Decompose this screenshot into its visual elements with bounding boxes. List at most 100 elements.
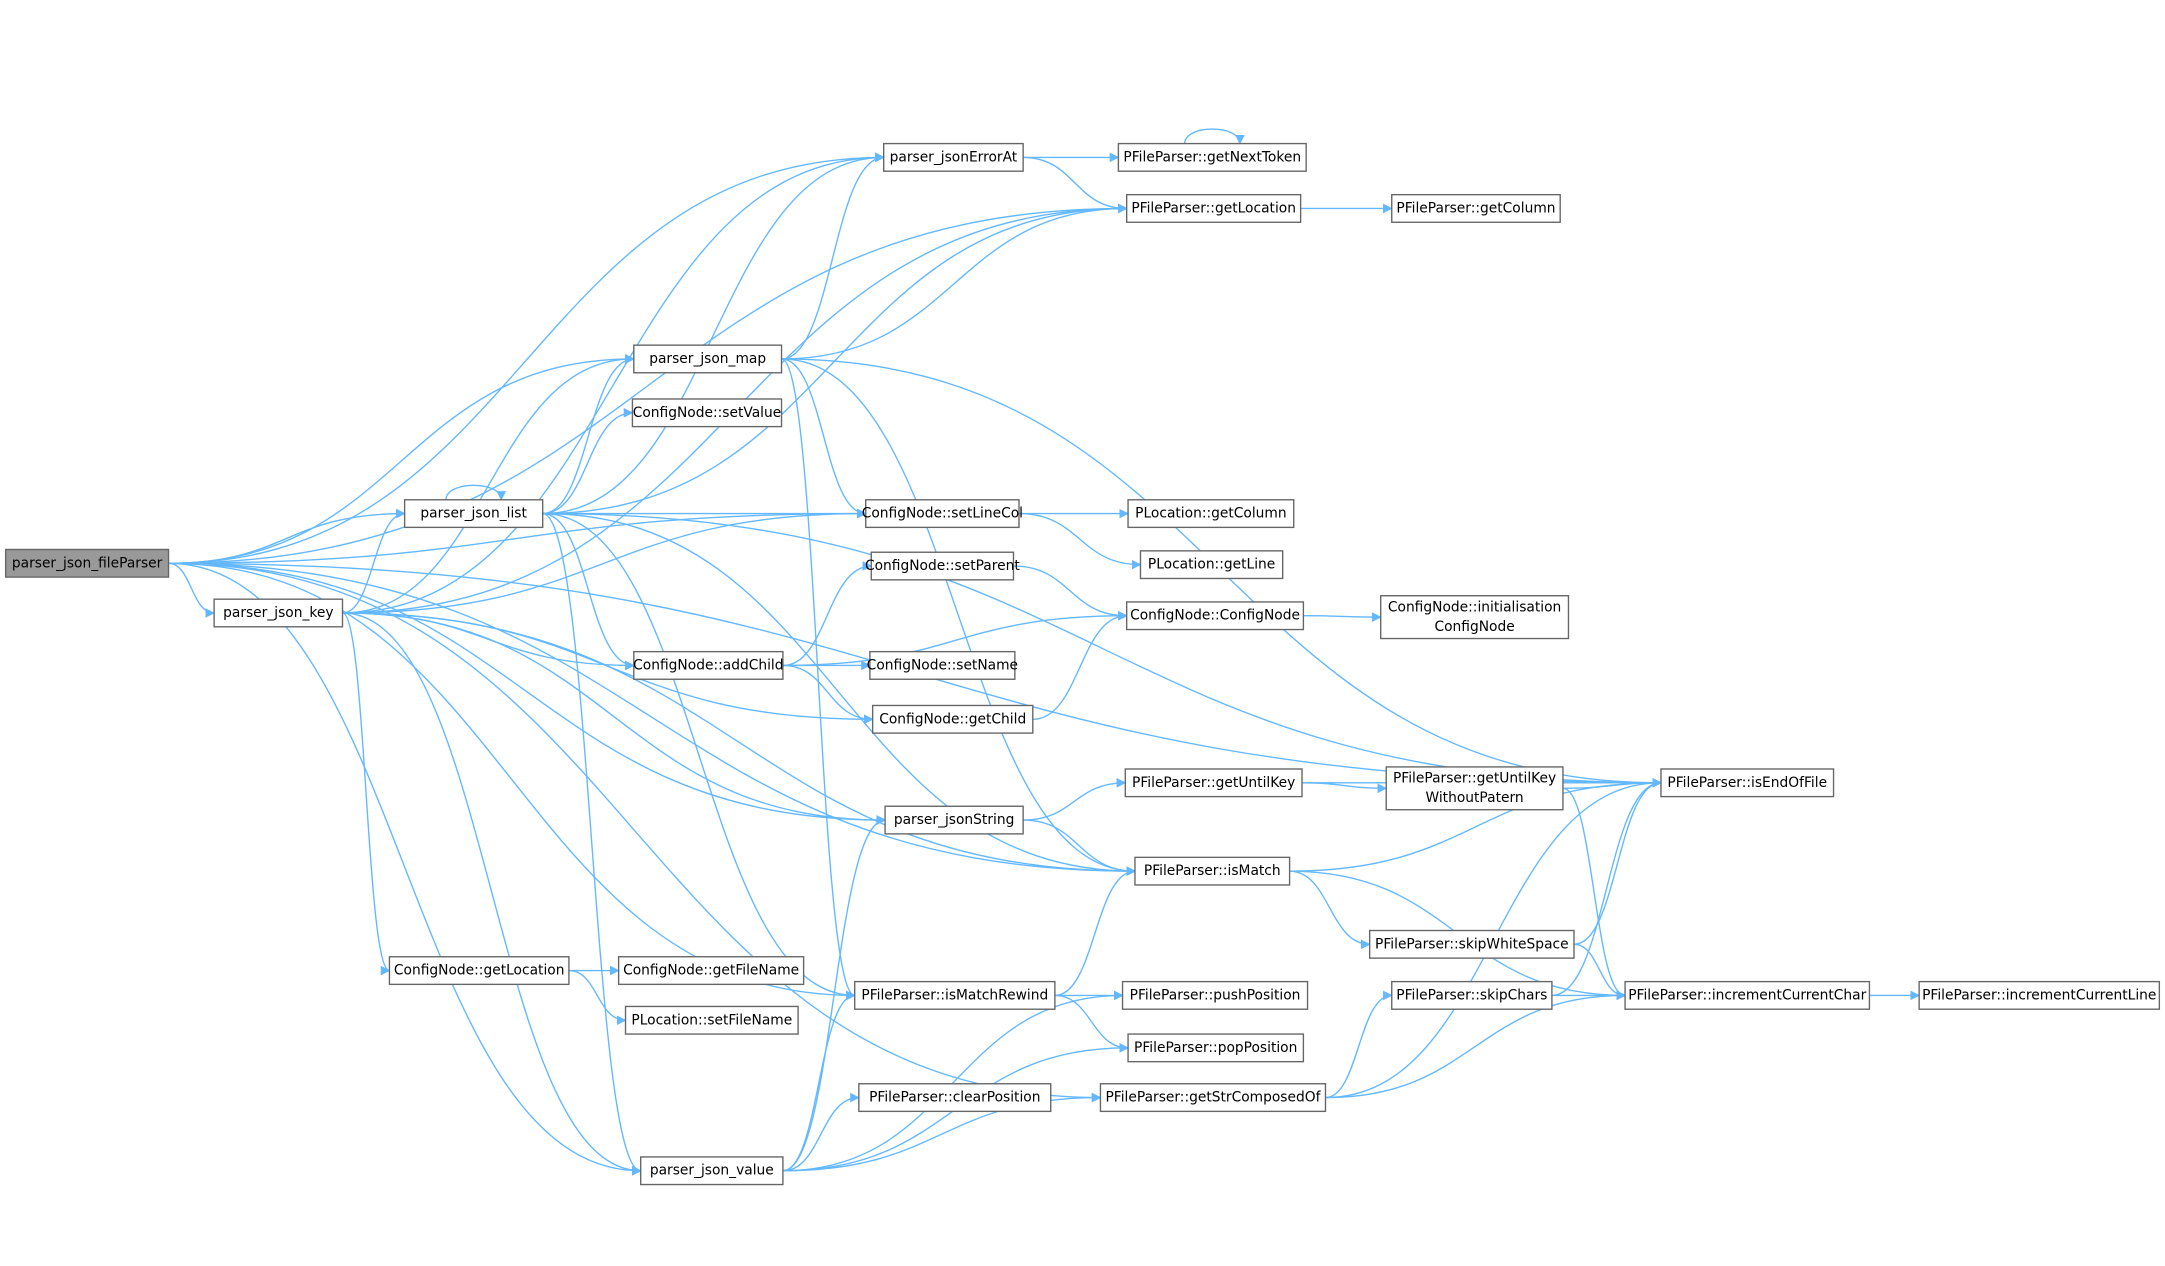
edge-map-to-setLineCol	[781, 358, 867, 519]
edge-list-to-value	[542, 512, 642, 1176]
node-setParent[interactable]: ConfigNode::setParent	[865, 551, 1020, 581]
node-box	[1127, 499, 1295, 529]
node-key[interactable]: parser_json_key	[213, 598, 344, 628]
edge-key-to-jsonString	[342, 612, 887, 825]
node-box	[1099, 1083, 1327, 1113]
edge-addChild-to-setParent	[782, 561, 873, 667]
node-getLocationPF[interactable]: PFileParser::getLocation	[1125, 193, 1302, 223]
edge-key-to-list	[342, 508, 406, 614]
edge-setParent-to-configNode	[1013, 565, 1128, 621]
node-label: parser_json_fileParser	[12, 555, 163, 571]
edge-addChild-to-getChild	[782, 664, 874, 725]
node-incrementCurrentLine[interactable]: PFileParser::incrementCurrentLine	[1918, 980, 2161, 1010]
edge-map-to-isMatch	[781, 358, 1136, 876]
node-skipWhiteSpace[interactable]: PFileParser::skipWhiteSpace	[1368, 929, 1575, 959]
node-setValue[interactable]: ConfigNode::setValue	[631, 398, 783, 428]
node-isMatch[interactable]: PFileParser::isMatch	[1134, 856, 1291, 886]
edge-key-to-getLocationCN	[342, 612, 391, 976]
node-box	[854, 980, 1056, 1010]
node-box	[865, 499, 1020, 529]
node-setFileName[interactable]: PLocation::setFileName	[624, 1005, 799, 1035]
node-pushPosition[interactable]: PFileParser::pushPosition	[1121, 980, 1309, 1010]
node-label: ConfigNode::initialisation	[1388, 599, 1561, 615]
node-box	[4, 548, 170, 578]
node-getUntilKey[interactable]: PFileParser::getUntilKey	[1124, 768, 1303, 798]
node-box	[1121, 980, 1309, 1010]
edge-list-to-addChild	[542, 512, 635, 671]
edge-fileParser-to-value	[168, 562, 642, 1176]
node-label: ConfigNode::addChild	[633, 657, 783, 673]
edge-fileParser-to-errorAt	[168, 152, 885, 564]
edge-jsonString-to-getUntilKey	[1023, 777, 1127, 821]
node-label: PFileParser::getNextToken	[1123, 149, 1301, 165]
node-box	[883, 142, 1024, 172]
node-getColumnPF[interactable]: PFileParser::getColumn	[1391, 193, 1561, 223]
node-configNode[interactable]: ConfigNode::ConfigNode	[1125, 601, 1305, 631]
node-label: PFileParser::incrementCurrentLine	[1922, 987, 2156, 1003]
node-isEndOfFile[interactable]: PFileParser::isEndOfFile	[1660, 768, 1835, 798]
node-getStrComposedOf[interactable]: PFileParser::getStrComposedOf	[1099, 1083, 1327, 1113]
edge-fileParser-to-setLineCol	[168, 508, 867, 564]
node-clearPosition[interactable]: PFileParser::clearPosition	[858, 1083, 1052, 1113]
edge-isMatch-to-skipWhiteSpace	[1289, 870, 1371, 950]
node-label: ConfigNode::setName	[867, 657, 1018, 673]
node-getLocationCN[interactable]: ConfigNode::getLocation	[388, 956, 570, 986]
node-label: PFileParser::getStrComposedOf	[1105, 1090, 1321, 1106]
node-box	[1391, 193, 1561, 223]
node-box	[1125, 193, 1302, 223]
edge-fileParser-to-key	[168, 562, 216, 618]
node-errorAt[interactable]: parser_jsonErrorAt	[883, 142, 1024, 172]
node-box	[213, 598, 344, 628]
node-label: ConfigNode::getChild	[879, 711, 1026, 727]
node-map[interactable]: parser_json_map	[633, 344, 783, 374]
edge-addChild-to-configNode	[782, 610, 1128, 667]
node-box	[1391, 980, 1553, 1010]
edge-map-to-isMatchRewind	[781, 358, 856, 1001]
node-label: PFileParser::skipChars	[1396, 987, 1547, 1003]
node-box	[1380, 595, 1570, 640]
edge-isMatch-to-isEndOfFile	[1289, 777, 1662, 872]
edge-getNextToken-to-getNextToken	[1183, 128, 1245, 145]
node-incrementCurrentChar[interactable]: PFileParser::incrementCurrentChar	[1624, 980, 1871, 1010]
node-label: PFileParser::pushPosition	[1130, 987, 1301, 1003]
node-box	[869, 650, 1016, 680]
node-skipChars[interactable]: PFileParser::skipChars	[1391, 980, 1553, 1010]
node-fileParser[interactable]: parser_json_fileParser	[4, 548, 170, 578]
node-box	[1124, 768, 1303, 798]
node-box	[1624, 980, 1871, 1010]
edge-isMatchRewind-to-isMatch	[1054, 866, 1136, 997]
node-popPosition[interactable]: PFileParser::popPosition	[1127, 1033, 1305, 1063]
node-jsonString[interactable]: parser_jsonString	[884, 805, 1024, 835]
node-isMatchRewind[interactable]: PFileParser::isMatchRewind	[854, 980, 1056, 1010]
node-label: PLocation::getLine	[1148, 557, 1275, 573]
node-label: parser_json_map	[649, 351, 766, 367]
node-label: PFileParser::getUntilKey	[1132, 775, 1295, 791]
node-getColumnPL[interactable]: PLocation::getColumn	[1127, 499, 1295, 529]
edge-list-to-errorAt	[542, 152, 885, 515]
node-getLine[interactable]: PLocation::getLine	[1139, 550, 1284, 580]
node-addChild[interactable]: ConfigNode::addChild	[633, 650, 784, 680]
node-box	[884, 805, 1024, 835]
edge-list-to-isEndOfFile	[542, 512, 1662, 788]
edge-skipWhiteSpace-to-incrementCurrentChar	[1573, 943, 1627, 1001]
node-setName[interactable]: ConfigNode::setName	[867, 650, 1018, 680]
edge-getUntilKeyWP-to-incrementCurrentChar	[1562, 787, 1627, 1001]
node-box	[1125, 601, 1305, 631]
node-label: PFileParser::clearPosition	[869, 1090, 1040, 1106]
node-getNextToken[interactable]: PFileParser::getNextToken	[1117, 142, 1307, 172]
node-label: PFileParser::isEndOfFile	[1667, 775, 1827, 791]
edge-getUntilKey-to-getUntilKeyWP	[1302, 782, 1388, 794]
node-getChild[interactable]: ConfigNode::getChild	[871, 704, 1034, 734]
node-label: PFileParser::getColumn	[1396, 200, 1555, 216]
node-setLineCol[interactable]: ConfigNode::setLineCol	[862, 499, 1023, 529]
node-list[interactable]: parser_json_list	[403, 499, 544, 529]
node-label: PFileParser::popPosition	[1134, 1040, 1297, 1056]
node-box	[1117, 142, 1307, 172]
edge-fileParser-to-getLocationPF	[168, 203, 1128, 564]
node-label: PLocation::setFileName	[631, 1012, 792, 1028]
node-value[interactable]: parser_json_value	[640, 1156, 784, 1186]
node-getFileName[interactable]: ConfigNode::getFileName	[617, 956, 805, 986]
node-box	[1660, 768, 1835, 798]
